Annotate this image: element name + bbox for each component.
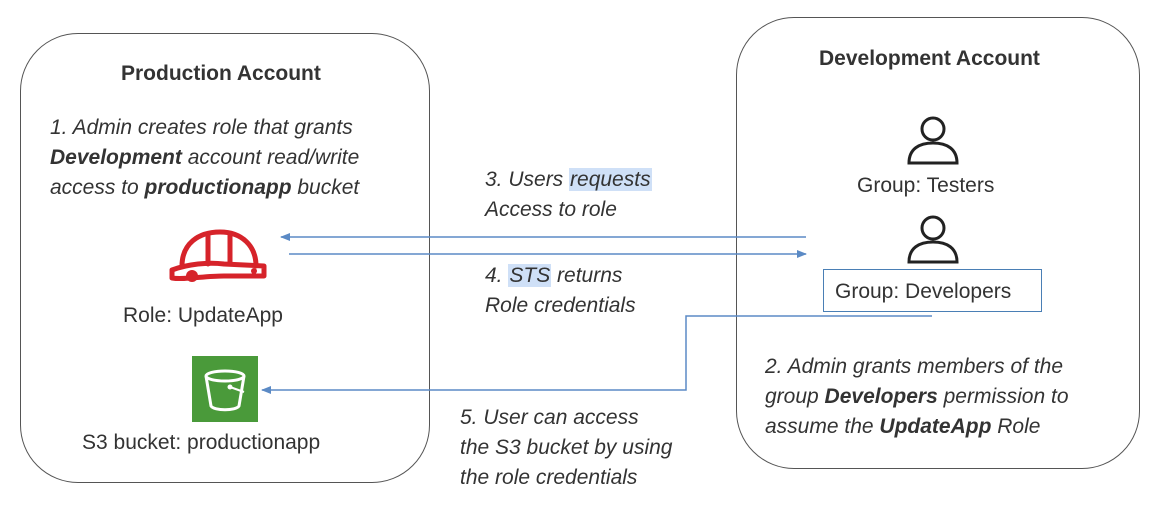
step5-line3: the role credentials (460, 466, 638, 489)
step5-line2: the S3 bucket by using (460, 436, 673, 459)
testers-user-icon (907, 116, 959, 165)
development-account-title: Development Account (819, 47, 1040, 70)
step1-bold-development: Development (50, 146, 182, 169)
step2-note: 2. Admin grants members of the group Dev… (765, 352, 1069, 442)
hard-hat-icon (169, 229, 267, 282)
developers-label: Group: Developers (835, 280, 1012, 303)
step5-note: 5. User can access the S3 bucket by usin… (460, 403, 672, 493)
step2-line2: group Developers permission to (765, 382, 1069, 412)
bucket-label: S3 bucket: productionapp (82, 431, 321, 454)
step3-highlight: requests (569, 168, 652, 191)
step5-line1: 5. User can access (460, 406, 639, 429)
step2-line3-end: Role (991, 415, 1041, 438)
step4-highlight: STS (508, 264, 552, 287)
step4-line2: Role credentials (485, 294, 636, 317)
step2-line3-start: assume the (765, 415, 880, 438)
developers-group-box (823, 269, 1042, 312)
step1-line2-rest: account read/write (181, 146, 360, 169)
step2-bold-developers: Developers (824, 385, 938, 408)
development-account-box (736, 17, 1140, 469)
step1-line1: 1. Admin creates role that grants (50, 116, 353, 139)
step3-line1: 3. Users requests (485, 165, 652, 195)
step4-line1: 4. STS returns (485, 261, 636, 291)
step4-note: 4. STS returns Role credentials (485, 261, 636, 321)
step1-line3-end: bucket (291, 176, 360, 199)
step1-line3-start: access to (50, 176, 145, 199)
production-account-title: Production Account (121, 62, 321, 85)
production-account-box (20, 33, 430, 483)
arrow-access-s3-bucket (261, 315, 932, 394)
step2-line1: 2. Admin grants members of the (765, 355, 1064, 378)
developers-user-icon (907, 215, 959, 264)
step2-line2-start: group (765, 385, 825, 408)
step3-note: 3. Users requests Access to role (485, 165, 652, 225)
step1-note: 1. Admin creates role that grants Develo… (50, 113, 359, 203)
step3-prefix: 3. Users (485, 168, 570, 191)
step1-line2: Development account read/write (50, 143, 359, 173)
step2-line2-end: permission to (937, 385, 1069, 408)
step1-line3: access to productionapp bucket (50, 173, 359, 203)
step2-bold-updateapp: UpdateApp (879, 415, 992, 438)
role-label: Role: UpdateApp (123, 304, 283, 327)
step3-line2: Access to role (485, 198, 617, 221)
step4-prefix: 4. (485, 264, 509, 287)
step2-line3: assume the UpdateApp Role (765, 412, 1069, 442)
step4-rest: returns (551, 264, 623, 287)
testers-label: Group: Testers (857, 174, 995, 197)
step1-bold-productionapp: productionapp (144, 176, 292, 199)
s3-bucket-icon (192, 356, 258, 422)
